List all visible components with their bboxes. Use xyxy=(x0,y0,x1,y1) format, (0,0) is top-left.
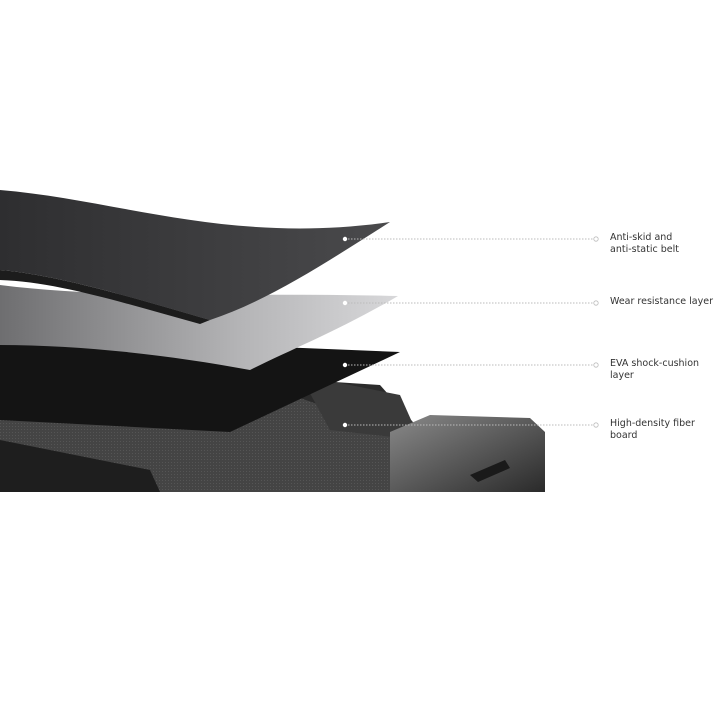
callout-wear-layer: Wear resistance layer xyxy=(610,296,713,307)
treadmill-end-cap xyxy=(390,415,545,492)
anchor-dots xyxy=(342,236,348,428)
eva-layer xyxy=(0,338,400,432)
callout-belt: Anti-skid and anti-static belt xyxy=(610,232,679,255)
wear-resistance-layer xyxy=(0,285,398,370)
belt-layer xyxy=(0,190,390,320)
callout-fiber-board: High-density fiber board xyxy=(610,418,695,441)
end-circles xyxy=(593,236,599,428)
callout-eva-layer: EVA shock-cushion layer xyxy=(610,358,700,381)
leader-lines xyxy=(345,238,594,426)
